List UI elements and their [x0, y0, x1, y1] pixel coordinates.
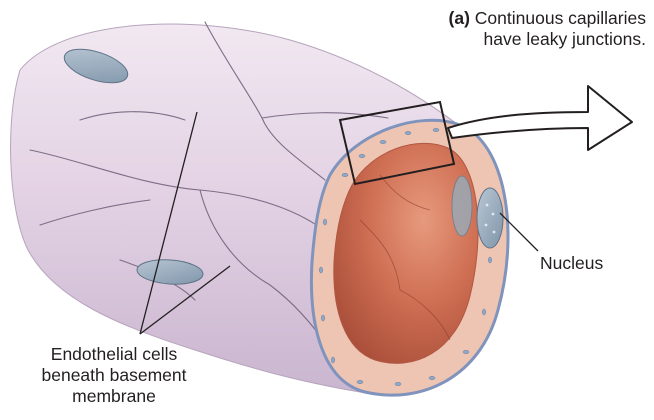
endothelial-cells-label: Endothelial cells beneath basement membr… — [8, 344, 220, 407]
caption-text-1: Continuous capillaries — [475, 8, 646, 28]
nucleus-label: Nucleus — [540, 253, 603, 274]
endothelial-label-line-2: beneath basement — [8, 365, 220, 386]
endothelial-label-line-3: membrane — [8, 386, 220, 407]
caption-line-1: (a) Continuous capillaries — [449, 8, 646, 29]
endothelial-nucleus-in-wall — [477, 188, 503, 248]
endothelial-label-line-1: Endothelial cells — [8, 344, 220, 365]
figure-caption: (a) Continuous capillaries have leaky ju… — [449, 8, 646, 50]
secondary-nucleus — [452, 176, 472, 236]
caption-line-2: have leaky junctions. — [449, 29, 646, 50]
caption-letter: (a) — [449, 8, 470, 28]
